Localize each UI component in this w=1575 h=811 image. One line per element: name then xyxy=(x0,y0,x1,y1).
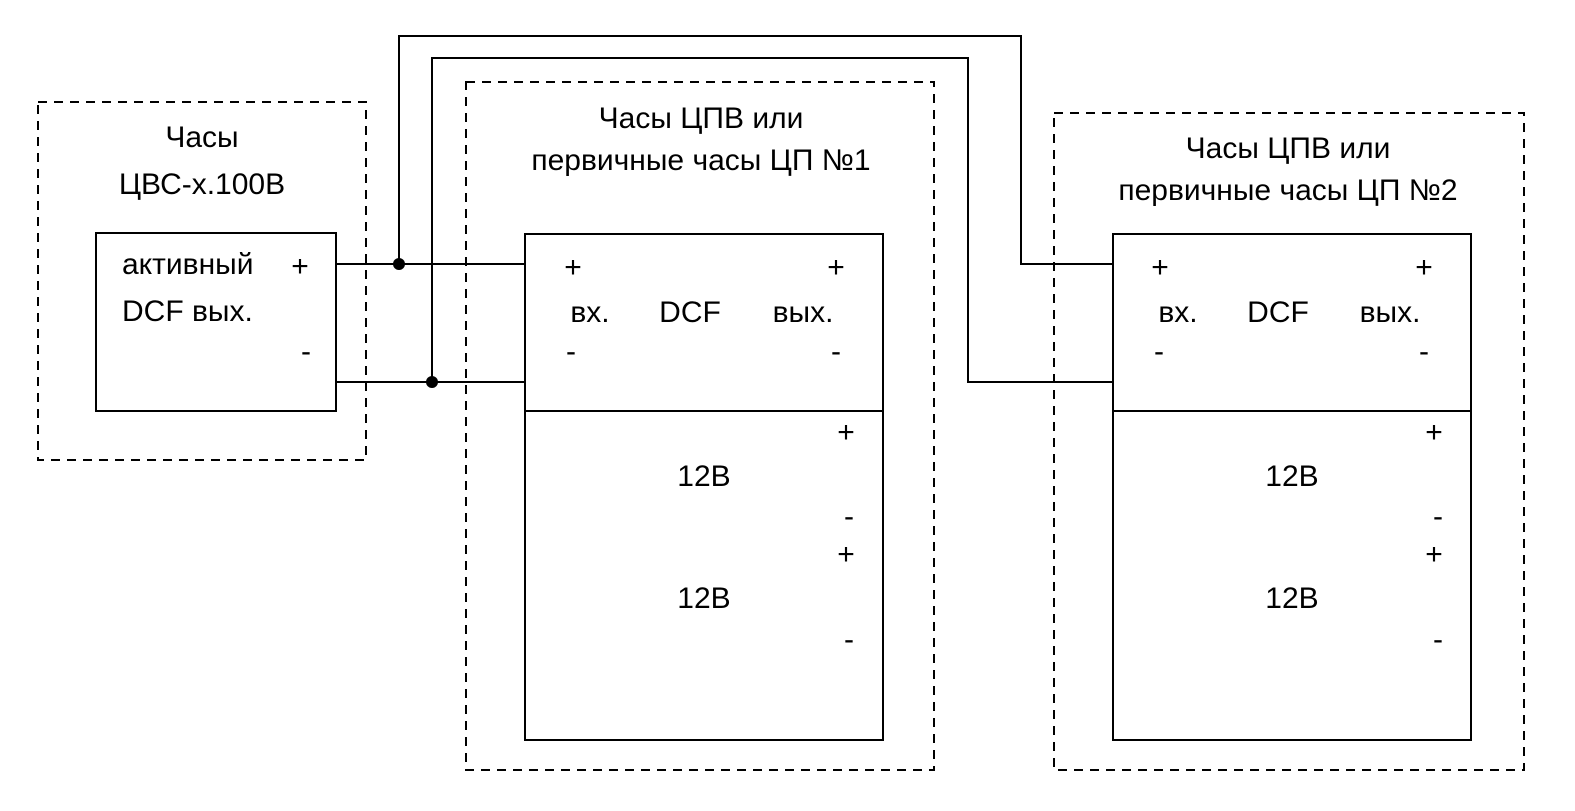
clock-1-power1-plus: + xyxy=(837,416,855,449)
source-dcf-output-box xyxy=(95,232,337,412)
clock-2-dcf-out-label: вых. xyxy=(1360,296,1421,329)
clock-2-power2-minus: - xyxy=(1433,623,1443,656)
source-clock-frame xyxy=(37,101,367,461)
clock-2-dcf-out-plus: + xyxy=(1415,251,1433,284)
clock-2-unit-box xyxy=(1112,233,1472,741)
clock-1-power2-plus: + xyxy=(837,538,855,571)
clock-2-dcf-in-minus: - xyxy=(1154,335,1164,368)
clock-2-power2-label: 12В xyxy=(1265,582,1318,615)
clock-1-power2-label: 12В xyxy=(677,582,730,615)
source-plus-terminal: + xyxy=(291,250,309,283)
clock-1-frame xyxy=(465,81,935,771)
clock-2-title-line1: Часы ЦПВ или xyxy=(1186,132,1391,165)
junction-plus xyxy=(393,258,405,270)
source-clock-title-line1: Часы xyxy=(165,121,238,154)
source-output-label-line1: активный xyxy=(122,248,253,281)
clock-1-power1-label: 12В xyxy=(677,460,730,493)
clock-2-power1-plus: + xyxy=(1425,416,1443,449)
clock-1-dcf-out-label: вых. xyxy=(773,296,834,329)
clock-1-power2-minus: - xyxy=(844,623,854,656)
wire-plus-branch-to-clock-2 xyxy=(398,35,1113,265)
clock-1-power1-minus: - xyxy=(844,500,854,533)
clock-2-dcf-label: DCF xyxy=(1247,296,1309,329)
clock-2-power1-minus: - xyxy=(1433,500,1443,533)
clock-1-dcf-in-label: вх. xyxy=(570,296,609,329)
clock-2-power1-label: 12В xyxy=(1265,460,1318,493)
clock-1-dcf-out-plus: + xyxy=(827,251,845,284)
clock-2-dcf-in-plus: + xyxy=(1151,251,1169,284)
clock-1-dcf-in-minus: - xyxy=(566,335,576,368)
clock-2-frame xyxy=(1053,112,1525,771)
wire-minus-branch-to-clock-2 xyxy=(431,57,1113,383)
clock-2-dcf-out-minus: - xyxy=(1419,335,1429,368)
source-clock-title-line2: ЦВС-х.100В xyxy=(119,168,285,201)
source-minus-terminal: - xyxy=(301,335,311,368)
wiring xyxy=(336,35,1113,388)
clock-1-dcf-in-plus: + xyxy=(564,251,582,284)
clock-1-title-line1: Часы ЦПВ или xyxy=(599,102,804,135)
clock-1: Часы ЦПВ или первичные часы ЦП №1 + + вх… xyxy=(465,81,935,771)
junction-minus xyxy=(426,376,438,388)
clock-2-power2-plus: + xyxy=(1425,538,1443,571)
clock-1-unit-box xyxy=(524,233,884,741)
source-output-label-line2: DCF вых. xyxy=(122,295,253,328)
clock-1-dcf-label: DCF xyxy=(659,296,721,329)
clock-2-dcf-in-label: вх. xyxy=(1158,296,1197,329)
clock-1-title-line2: первичные часы ЦП №1 xyxy=(531,144,870,177)
clock-2: Часы ЦПВ или первичные часы ЦП №2 + + вх… xyxy=(1053,112,1525,771)
source-clock: Часы ЦВС-х.100В активный DCF вых. + - xyxy=(37,101,367,461)
clock-2-title-line2: первичные часы ЦП №2 xyxy=(1118,174,1457,207)
clock-1-dcf-out-minus: - xyxy=(831,335,841,368)
